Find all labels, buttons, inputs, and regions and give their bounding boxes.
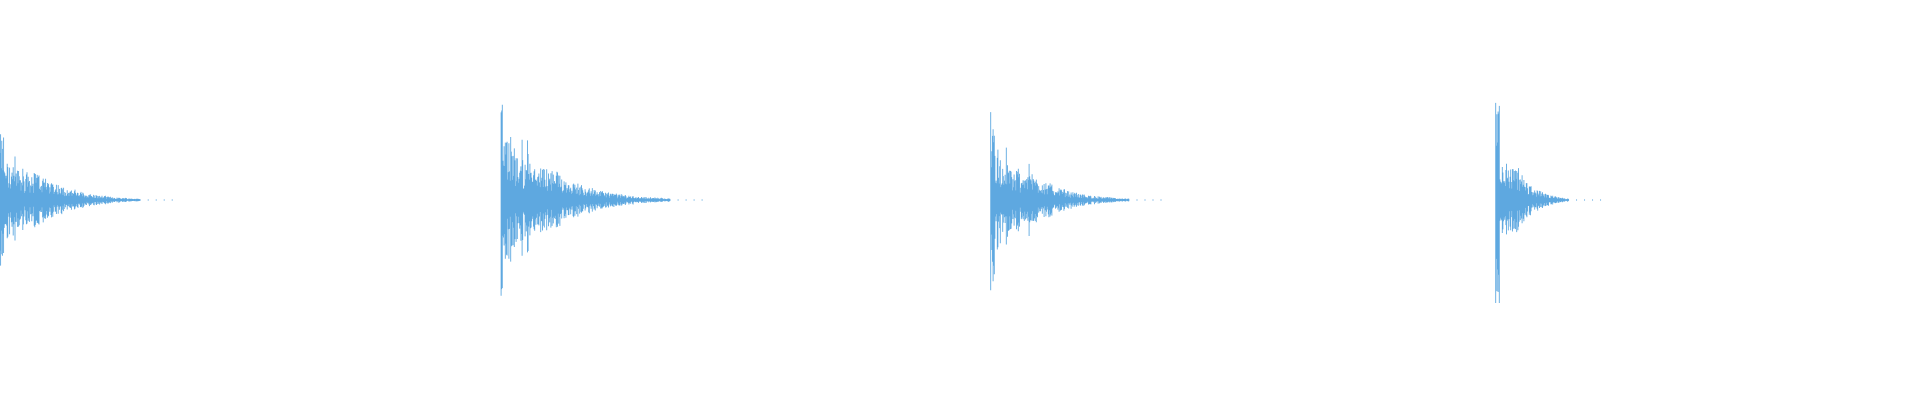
waveform-burst-2	[500, 104, 703, 296]
waveform-bursts	[0, 102, 1602, 303]
waveform-burst-3	[990, 112, 1162, 291]
waveform-burst-1	[0, 134, 173, 266]
waveform-burst-4	[1495, 102, 1602, 303]
